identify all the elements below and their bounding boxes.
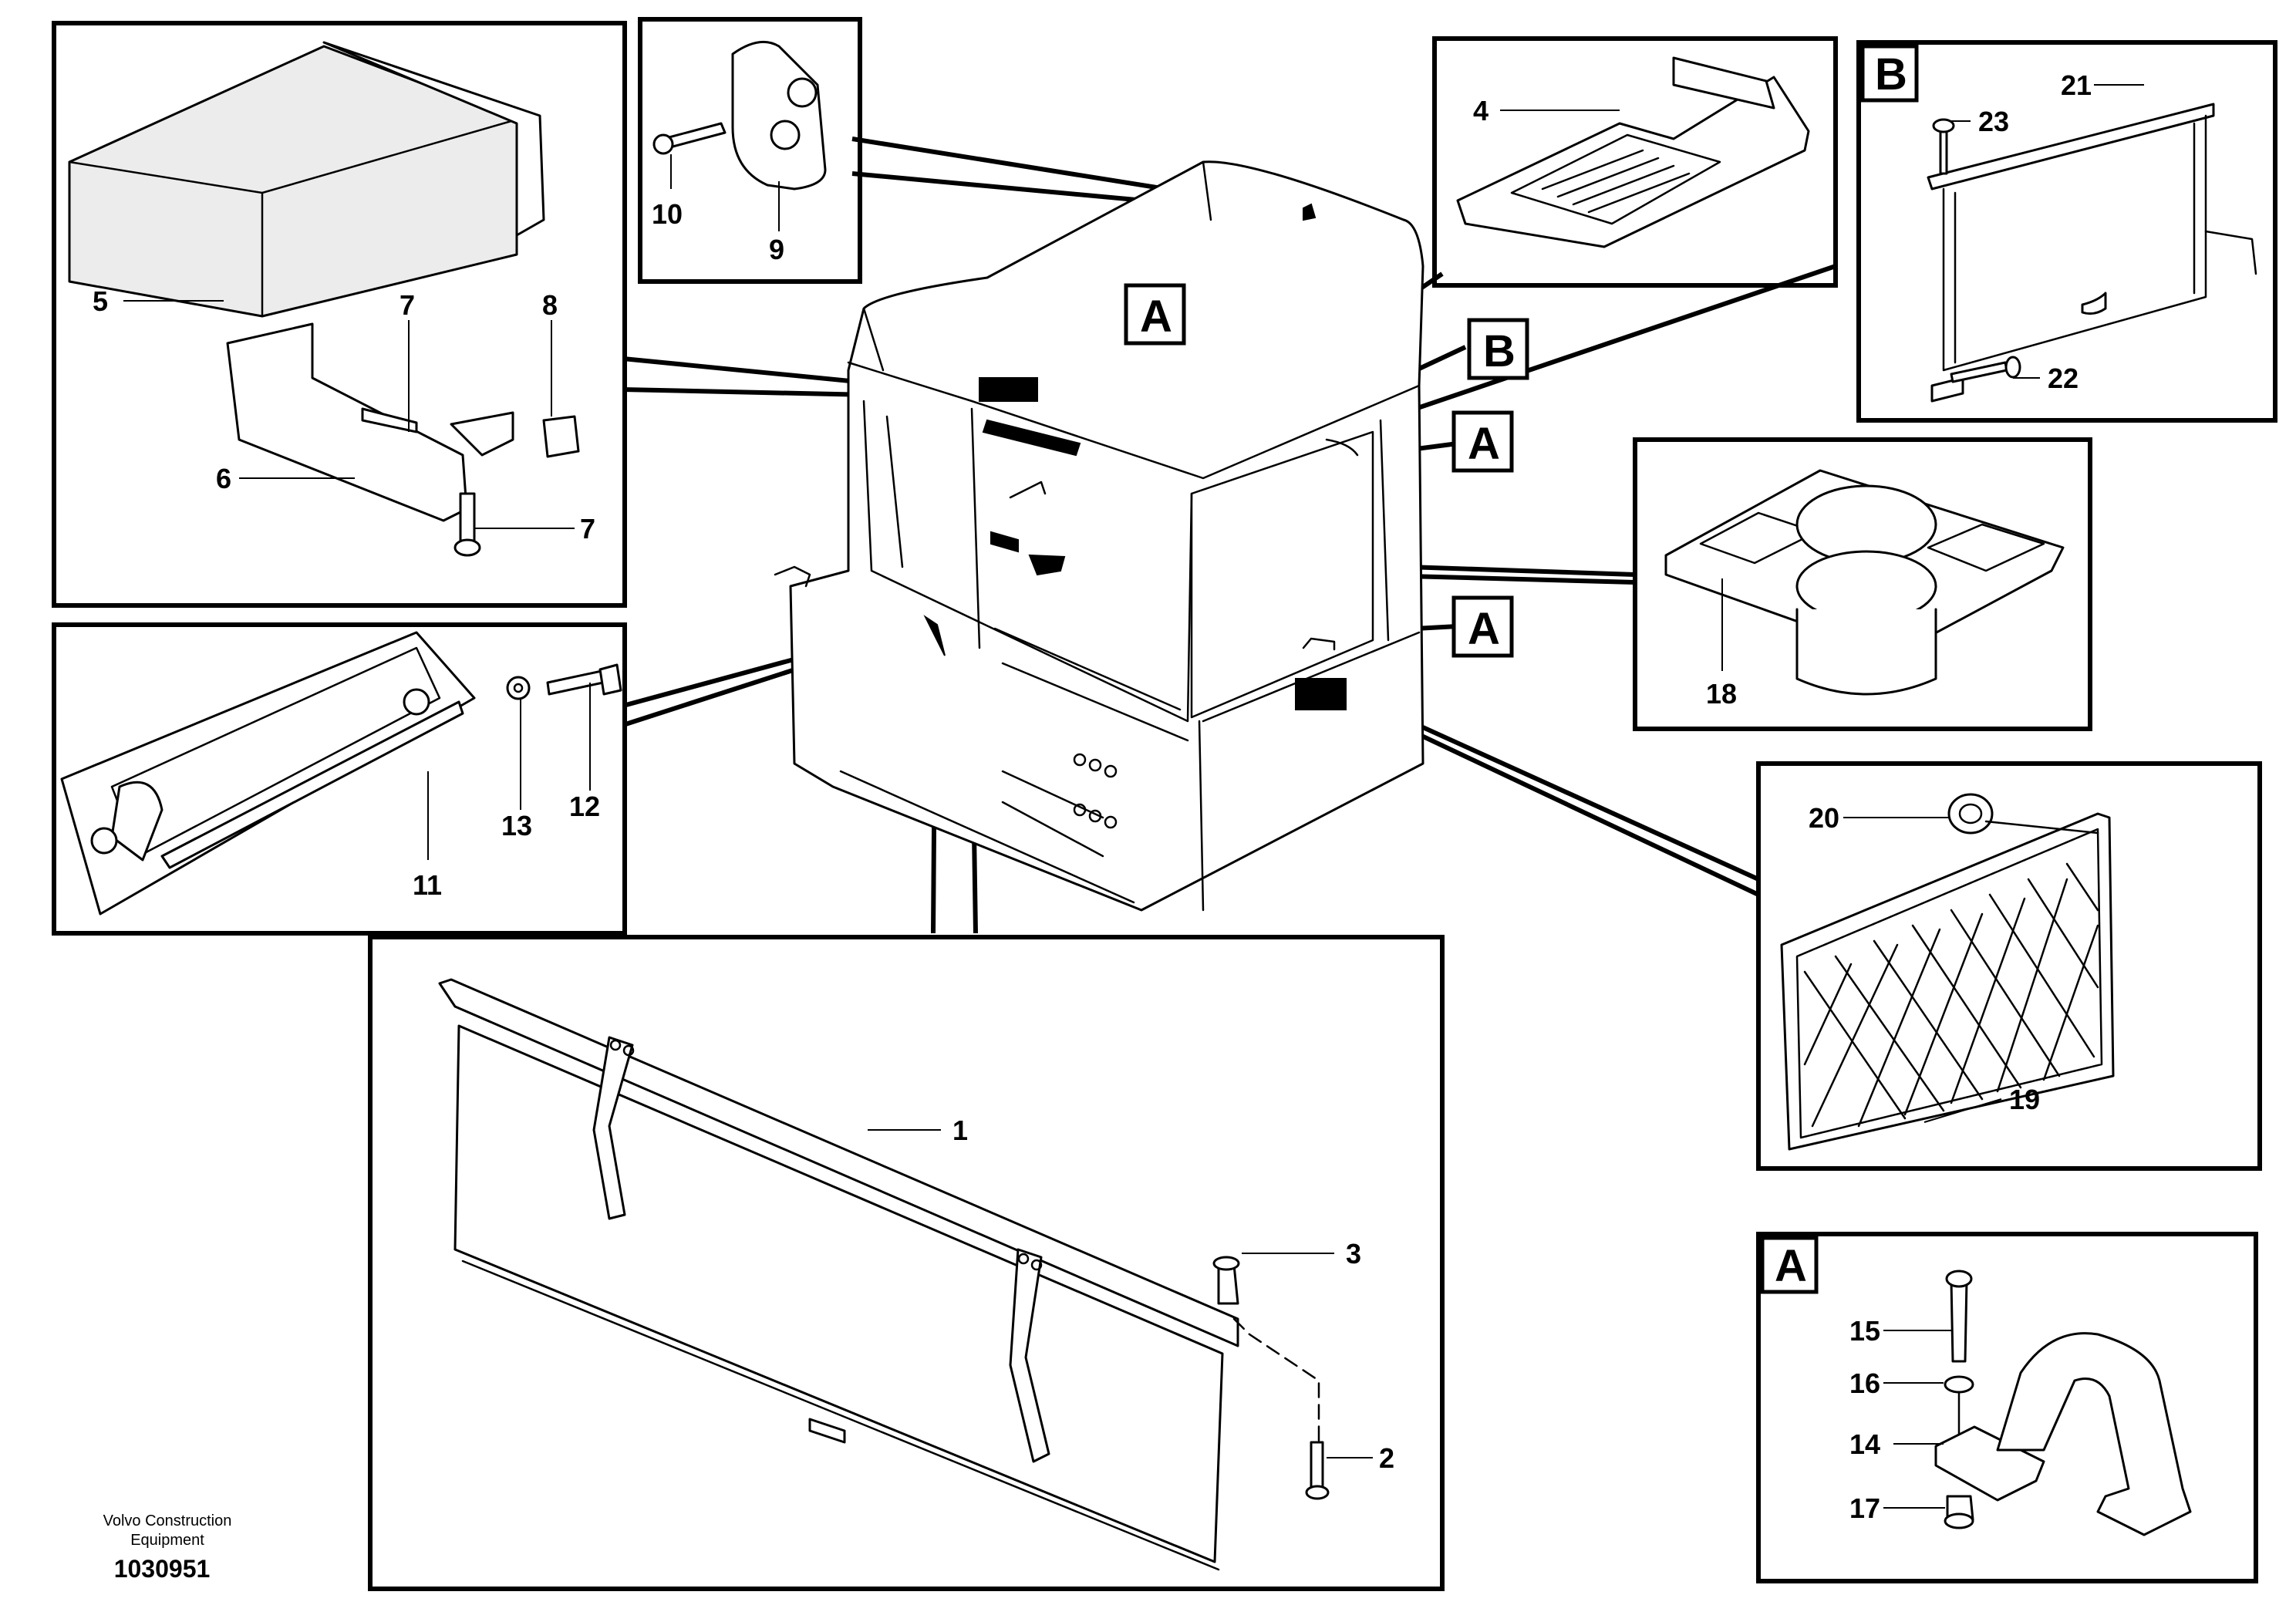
part-label-5: 5	[93, 285, 108, 317]
detail-box-net-pocket	[1756, 761, 2262, 1171]
part-label-2: 2	[1379, 1442, 1394, 1474]
part-label-13: 13	[501, 810, 532, 841]
part-label-3: 3	[1346, 1238, 1361, 1270]
detail-box-hook	[638, 17, 862, 284]
detail-box-grab-handle	[52, 622, 627, 936]
leader-lines	[123, 84, 2144, 1509]
callout-letter-a-box: A	[1775, 1241, 1807, 1291]
callout-letter-a-cab-lower: A	[1468, 604, 1500, 654]
net-mesh	[1803, 862, 2099, 1128]
part-label-18: 18	[1706, 678, 1737, 710]
part-label-17: 17	[1849, 1492, 1880, 1524]
cab-illustration	[774, 160, 1424, 912]
part-label-20: 20	[1809, 802, 1839, 834]
part-label-8: 8	[542, 289, 558, 321]
cab-callout-boxes	[1124, 283, 1529, 658]
part-label-12: 12	[569, 791, 600, 822]
part-label-22: 22	[2048, 363, 2079, 394]
drawing-credit: Volvo Construction Equipment 1030951	[103, 1512, 232, 1583]
part-number-labels: 1 2 3 4 5 6 7 7 8 9 10 11 12 13 14 15 16…	[93, 69, 2092, 1524]
callout-letter-a-cab-top: A	[1140, 292, 1172, 342]
part-label-15: 15	[1849, 1315, 1880, 1347]
part-label-23: 23	[1978, 106, 2009, 137]
callout-letter-b-cab: B	[1483, 326, 1515, 376]
part-label-21: 21	[2061, 69, 2092, 101]
part-label-4: 4	[1473, 95, 1489, 126]
detail-box-sunvisor	[368, 935, 1445, 1591]
part-label-1: 1	[952, 1114, 968, 1146]
document-number: 1030951	[114, 1555, 211, 1583]
part-label-10: 10	[652, 198, 683, 230]
credit-line-1: Volvo Construction	[103, 1512, 232, 1529]
detail-box-phone-holder	[1432, 36, 1838, 288]
part-label-19: 19	[2009, 1084, 2040, 1115]
part-label-6: 6	[216, 463, 231, 494]
part-label-7b: 7	[580, 513, 595, 545]
detail-box-cup-holder	[1633, 437, 2092, 731]
callout-letters: A B A A B A	[1140, 49, 1907, 1291]
part-label-9: 9	[769, 234, 784, 265]
detail-box-a-handle	[1756, 1232, 2258, 1583]
part-label-11: 11	[413, 869, 442, 901]
credit-line-2: Equipment	[130, 1532, 204, 1549]
part-label-7a: 7	[400, 289, 415, 321]
callout-letter-b-box: B	[1875, 49, 1907, 99]
part-label-16: 16	[1849, 1367, 1880, 1399]
callout-letter-a-cab-right: A	[1468, 419, 1500, 469]
detail-box-b-sunblind	[1856, 40, 2277, 423]
part-label-14: 14	[1849, 1428, 1880, 1460]
detail-box-tray	[52, 21, 627, 608]
